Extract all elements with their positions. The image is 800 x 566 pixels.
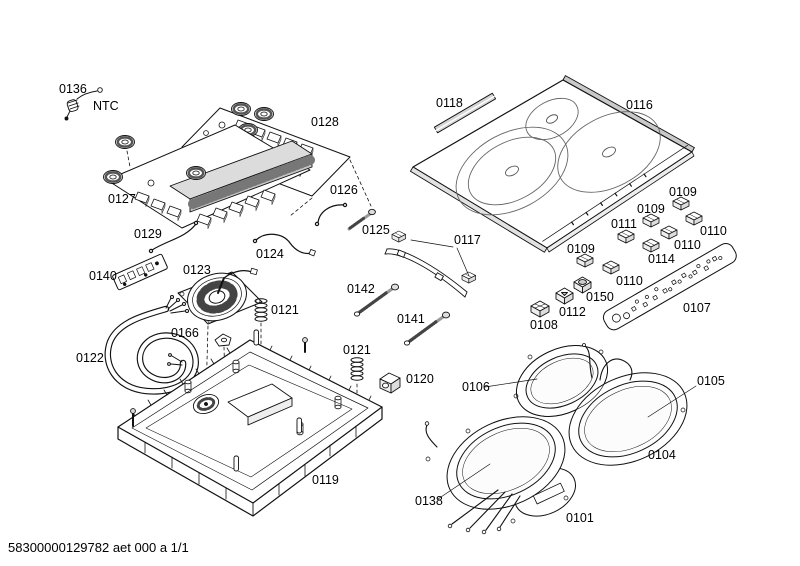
part-0125-screw xyxy=(347,208,376,231)
part-0138-coil xyxy=(456,422,556,500)
document-number: 58300000129782 aet 000 a 1/1 xyxy=(8,540,189,555)
part-0104-coil-carrier xyxy=(513,343,688,466)
part-0106-coil-small xyxy=(525,353,599,409)
part-0101-coil-carrier xyxy=(424,416,576,535)
cook-zone-left xyxy=(455,126,569,216)
part-0118-trim-strip xyxy=(433,92,497,134)
part-0136-ntc-sensor xyxy=(64,87,103,121)
part-0120-holder xyxy=(379,372,401,394)
part-0123-fan xyxy=(177,267,263,397)
part-0140-small-board xyxy=(112,253,168,291)
part-0119-base-pan xyxy=(117,329,383,517)
leader-lines xyxy=(437,378,697,500)
part-0116-glass-cooktop xyxy=(409,75,695,253)
part-0141-screw xyxy=(403,311,451,346)
part-0108-grommet xyxy=(530,300,550,318)
part-0122-mains-cable xyxy=(104,295,199,395)
part-0127-power-board xyxy=(102,124,315,229)
part-0124-wire xyxy=(252,233,316,257)
part-0105-coil-large xyxy=(578,380,678,458)
part-0117-bracket xyxy=(384,230,477,298)
part-0107-control-board xyxy=(602,242,737,331)
cook-zone-small xyxy=(525,97,579,141)
part-0142-screw xyxy=(353,283,400,317)
part-0129-wire xyxy=(148,220,199,254)
part-0121-spring-a xyxy=(254,298,268,351)
part-0126-wire xyxy=(314,202,348,227)
part-0112-grommet xyxy=(555,287,574,305)
part-0150-grommet xyxy=(573,276,592,294)
assembly-dash-lines xyxy=(289,159,372,217)
